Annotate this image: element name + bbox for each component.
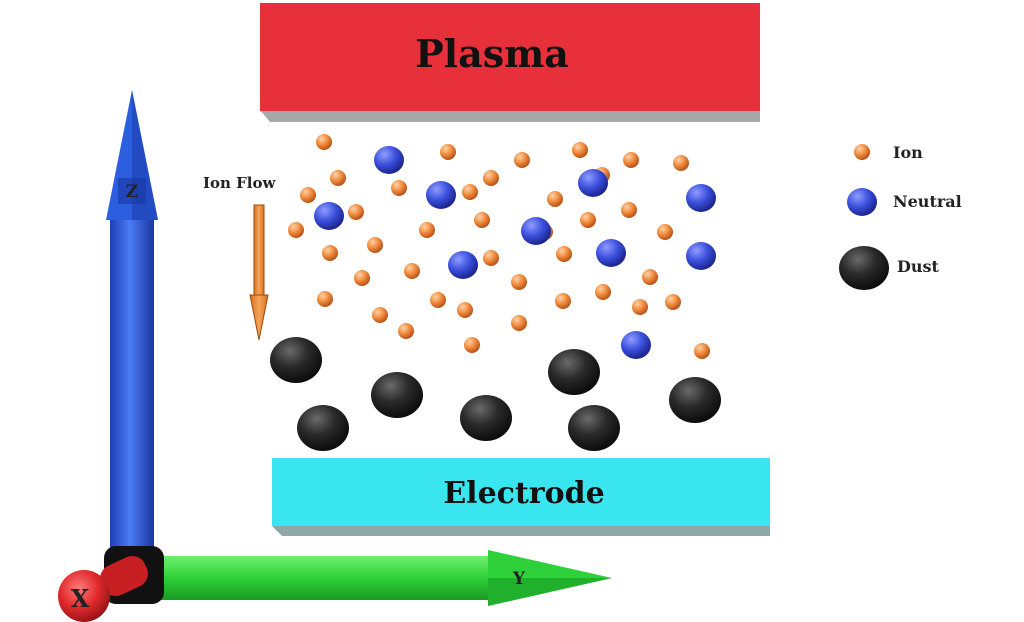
neutral-particle xyxy=(448,251,478,279)
dust-particle xyxy=(297,405,349,451)
dust-particle xyxy=(548,349,600,395)
ion-particle xyxy=(430,292,446,308)
ion-particle xyxy=(464,337,480,353)
axis-x-label: X xyxy=(71,584,90,613)
legend-neutral-swatch xyxy=(847,188,877,216)
ion-flow: Ion Flow xyxy=(203,174,277,341)
ion-particle xyxy=(483,170,499,186)
legend-dust-swatch xyxy=(839,246,889,290)
dust-particle xyxy=(568,405,620,451)
neutral-particle xyxy=(374,146,404,174)
ion-particle xyxy=(665,294,681,310)
plasma-label: Plasma xyxy=(415,31,569,76)
legend-ion-label: Ion xyxy=(893,143,923,162)
electrode-label: Electrode xyxy=(443,476,604,511)
dust-particles xyxy=(270,337,721,451)
ion-particle xyxy=(621,202,637,218)
ion-particle xyxy=(419,222,435,238)
ion-particle xyxy=(322,245,338,261)
legend-ion-swatch xyxy=(854,144,870,160)
ion-particle xyxy=(642,269,658,285)
legend-item-neutral: Neutral xyxy=(847,188,962,216)
ion-particle xyxy=(556,246,572,262)
ion-particle xyxy=(348,204,364,220)
axis-y-label: Y xyxy=(512,569,526,589)
ion-particle xyxy=(316,134,332,150)
ion-particle xyxy=(367,237,383,253)
ion-flow-arrow xyxy=(249,204,269,341)
ion-particle xyxy=(483,250,499,266)
ion-particle xyxy=(330,170,346,186)
ion-particle xyxy=(657,224,673,240)
ion-particle xyxy=(547,191,563,207)
ion-particles xyxy=(288,134,710,359)
axis-y: Y xyxy=(148,550,612,606)
ion-particle xyxy=(317,291,333,307)
neutral-particle xyxy=(314,202,344,230)
ion-particle xyxy=(440,144,456,160)
plasma-block: Plasma xyxy=(260,3,760,122)
neutral-particle xyxy=(596,239,626,267)
ion-particle xyxy=(572,142,588,158)
axis-z: Z xyxy=(106,90,158,560)
ion-particle xyxy=(300,187,316,203)
legend-neutral-label: Neutral xyxy=(893,192,962,211)
dust-particle xyxy=(270,337,322,383)
legend: Ion Neutral Dust xyxy=(839,143,962,290)
ion-particle xyxy=(623,152,639,168)
ion-particle xyxy=(555,293,571,309)
coordinate-axes: Z Y X xyxy=(58,90,612,622)
ion-particle xyxy=(288,222,304,238)
axis-z-label: Z xyxy=(126,182,138,202)
ion-particle xyxy=(514,152,530,168)
ion-particle xyxy=(457,302,473,318)
neutral-particles xyxy=(314,146,716,359)
ion-particle xyxy=(391,180,407,196)
ion-particle xyxy=(511,274,527,290)
ion-particle xyxy=(398,323,414,339)
ion-particle xyxy=(372,307,388,323)
legend-dust-label: Dust xyxy=(897,257,940,276)
neutral-particle xyxy=(621,331,651,359)
electrode-block: Electrode xyxy=(272,458,770,536)
ion-particle xyxy=(694,343,710,359)
ion-particle xyxy=(462,184,478,200)
dust-particle xyxy=(669,377,721,423)
neutral-particle xyxy=(521,217,551,245)
neutral-particle xyxy=(686,184,716,212)
neutral-particle xyxy=(426,181,456,209)
dust-particle xyxy=(460,395,512,441)
ion-particle xyxy=(673,155,689,171)
ion-flow-label: Ion Flow xyxy=(203,174,277,192)
ion-particle xyxy=(354,270,370,286)
ion-particle xyxy=(632,299,648,315)
neutral-particle xyxy=(578,169,608,197)
axis-x: X xyxy=(58,555,148,622)
ion-particle xyxy=(580,212,596,228)
legend-item-dust: Dust xyxy=(839,246,940,290)
ion-particle xyxy=(595,284,611,300)
legend-item-ion: Ion xyxy=(854,143,923,162)
ion-particle xyxy=(474,212,490,228)
dust-particle xyxy=(371,372,423,418)
ion-particle xyxy=(511,315,527,331)
ion-particle xyxy=(404,263,420,279)
neutral-particle xyxy=(686,242,716,270)
